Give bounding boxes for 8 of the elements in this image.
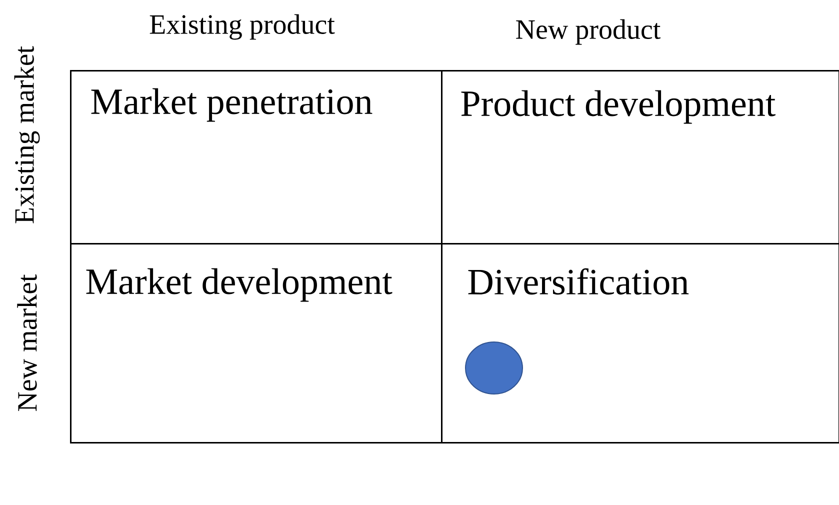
axis-label: Existing market (14, 46, 40, 224)
axis-label: Existing product (150, 14, 335, 40)
axis-label: New product (516, 19, 661, 45)
matrix-cell: Product development (441, 70, 839, 244)
dot-marker (465, 342, 523, 394)
matrix-cell: Market penetration (70, 70, 442, 244)
matrix-cell: Market development (70, 243, 442, 444)
axis-label: New market (17, 274, 37, 411)
